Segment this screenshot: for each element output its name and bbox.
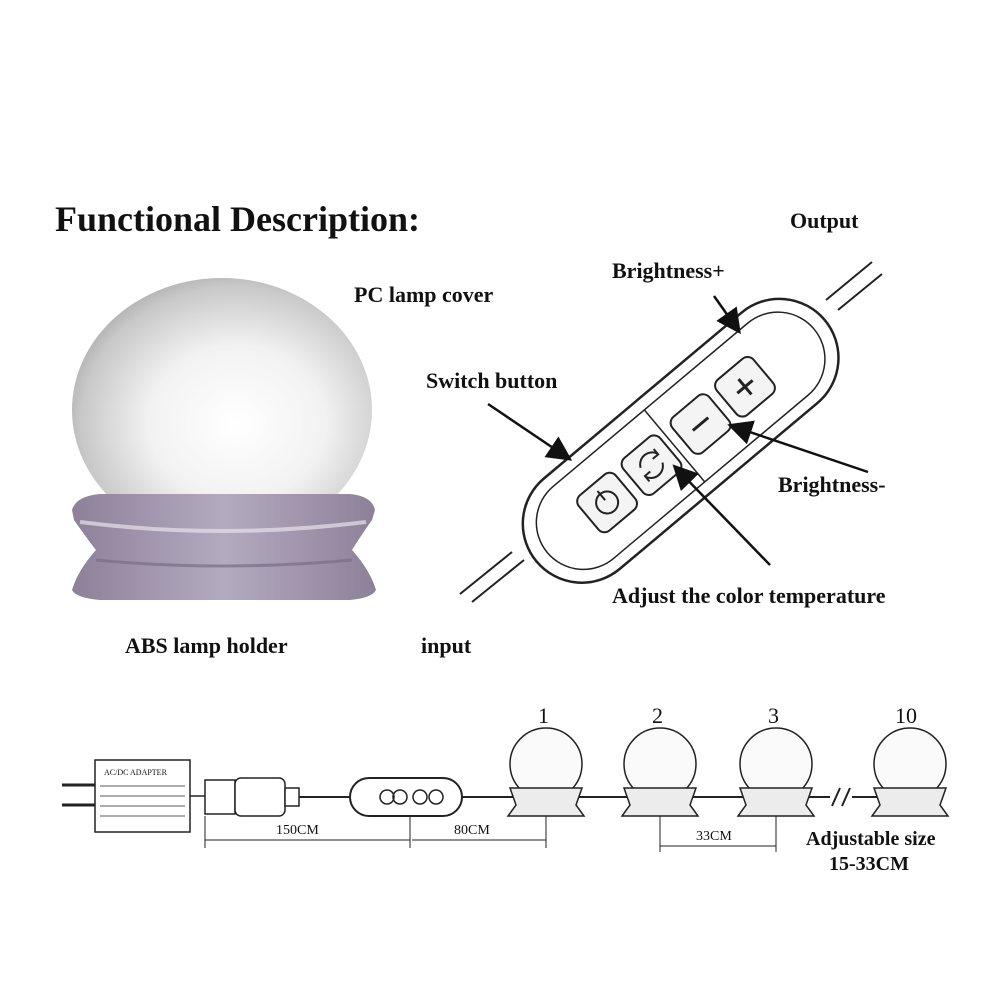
controller-mini [349, 777, 463, 817]
controller [459, 261, 883, 603]
arrow-brightness-plus [712, 295, 741, 335]
bulb-3 [736, 727, 816, 817]
label-adjust-color-temperature: Adjust the color temperature [612, 583, 886, 608]
brightness-minus-button-icon [669, 393, 732, 455]
bulb-number-1: 1 [538, 703, 549, 728]
dimension-33cm: 33CM [696, 829, 732, 844]
label-brightness-minus: Brightness- [778, 472, 886, 497]
label-output: Output [790, 208, 859, 233]
arrow-switch-button [487, 402, 573, 461]
dimension-80cm: 80CM [454, 823, 490, 838]
lamp-holder [72, 494, 376, 600]
bulb-10 [870, 727, 950, 817]
dimension-150cm: 150CM [276, 823, 319, 838]
switch-button-icon [576, 471, 639, 534]
label-pc-lamp-cover: PC lamp cover [354, 282, 494, 307]
bulb-1 [506, 727, 586, 817]
bulb-number-10: 10 [895, 703, 917, 728]
page-title: Functional Description: [55, 199, 420, 239]
lamp-globe [72, 278, 372, 542]
label-input: input [421, 633, 472, 658]
arrow-brightness-minus [727, 420, 869, 474]
label-adjustable-size: Adjustable size [806, 828, 936, 850]
bulb-2 [620, 727, 700, 817]
label-adjustable-range: 15-33CM [829, 853, 909, 875]
label-switch-button: Switch button [426, 368, 558, 393]
bulbs [506, 727, 950, 817]
bulb-number-2: 2 [652, 703, 663, 728]
adapter-title: AC/DC ADAPTER [104, 768, 167, 777]
usb-plug [204, 779, 236, 815]
label-abs-lamp-holder: ABS lamp holder [125, 633, 288, 658]
color-temperature-button-icon [620, 434, 683, 496]
brightness-plus-button-icon [714, 355, 776, 418]
callout-arrows [487, 295, 869, 566]
bulb-number-3: 3 [768, 703, 779, 728]
arrow-color-temperature [672, 464, 771, 566]
label-brightness-plus: Brightness+ [612, 258, 725, 283]
